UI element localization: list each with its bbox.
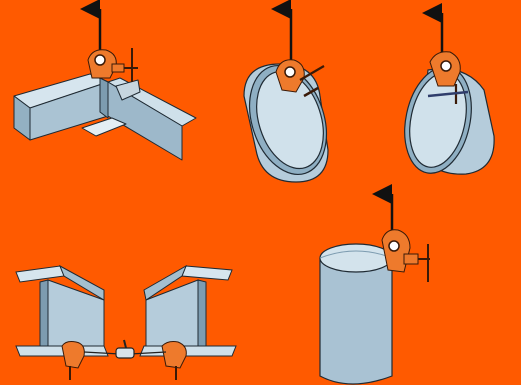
scene-i-beam-pair xyxy=(15,264,237,380)
scene-pipe-end-outer xyxy=(243,0,329,183)
pipe-clamp-icon xyxy=(427,51,469,104)
scene-pipe-end-inner xyxy=(404,3,495,175)
beam-flange-body xyxy=(13,73,197,161)
scene-vertical-pipe xyxy=(319,184,430,385)
pipe-body xyxy=(319,243,393,385)
i-beam-left xyxy=(15,264,109,357)
connecting-chain xyxy=(83,339,167,359)
pipe-clamp-icon xyxy=(275,59,325,98)
scene-beam-flange xyxy=(13,0,197,161)
beam-clamp-icon xyxy=(87,48,138,82)
i-beam-clamp-icon xyxy=(61,341,187,380)
pipe-clamp-icon xyxy=(381,229,430,282)
